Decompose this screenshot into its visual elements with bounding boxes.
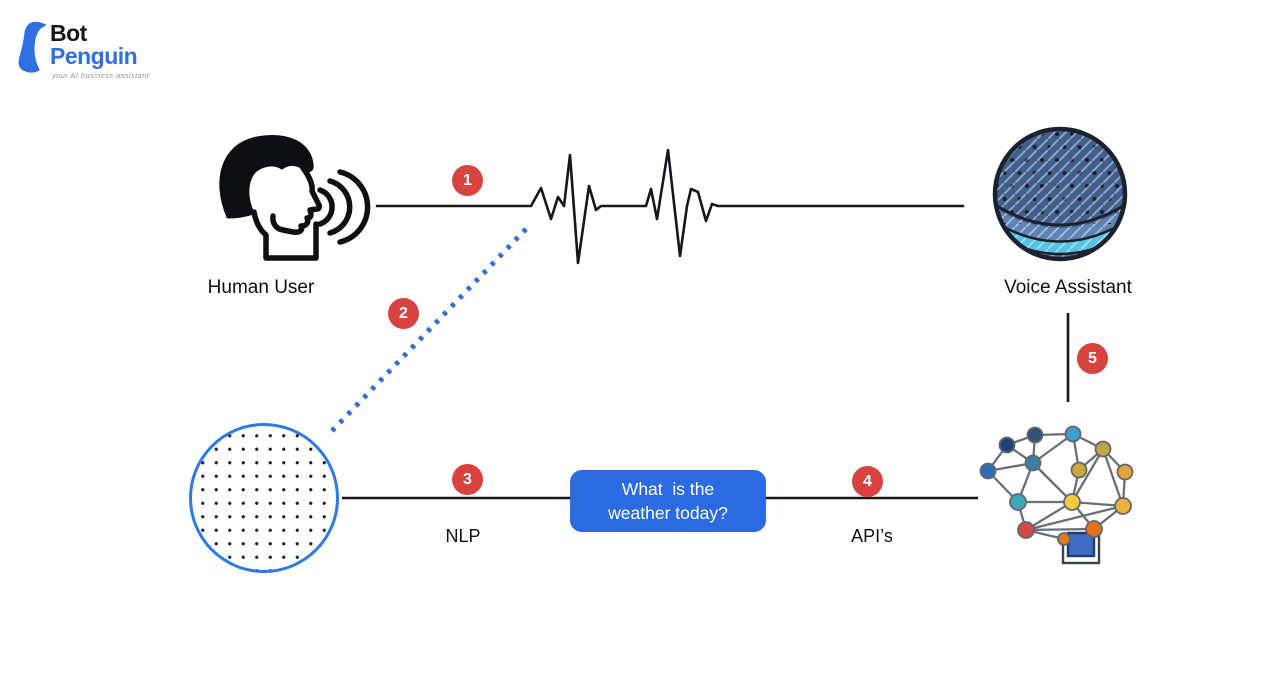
- waveform-icon: [375, 148, 965, 265]
- step-badge-4: 4: [852, 466, 883, 497]
- step-badge-5: 5: [1077, 343, 1108, 374]
- query-line-1: What is the: [621, 478, 715, 499]
- speaking-head-icon: [219, 135, 371, 261]
- dotted-connector: [327, 227, 528, 436]
- human-user-label: Human User: [207, 277, 315, 298]
- step-badge-1: 1: [452, 165, 483, 196]
- botpenguin-logo: Bot Penguin your AI business assistant: [14, 12, 174, 92]
- voice-assistant-label: Voice Assistant: [1004, 277, 1132, 298]
- step-badge-2: 2: [388, 298, 419, 329]
- dotted-circle-icon: [189, 423, 339, 573]
- query-bubble: What is the weather today?: [570, 470, 766, 532]
- neural-brain-icon: [979, 425, 1134, 565]
- logo-text-bot: Bot: [50, 20, 87, 46]
- query-line-2: weather today?: [608, 503, 728, 523]
- step-badge-3: 3: [452, 464, 483, 495]
- logo-tagline: your AI business assistant: [52, 71, 150, 80]
- smart-speaker-icon: [992, 126, 1128, 262]
- nlp-label: NLP: [445, 526, 481, 546]
- apis-label: API’s: [851, 526, 893, 546]
- penguin-icon: [18, 21, 47, 73]
- logo-text-penguin: Penguin: [50, 43, 138, 69]
